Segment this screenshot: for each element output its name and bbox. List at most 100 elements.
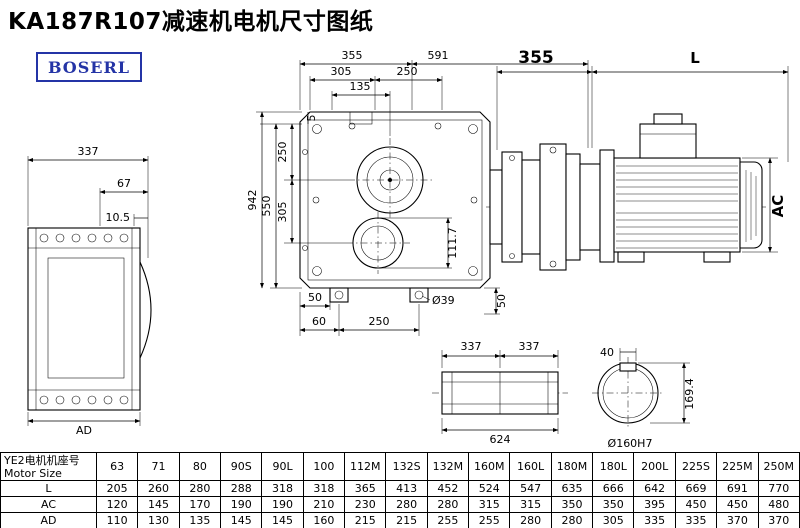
dim-shaft-337-b: 337 — [519, 340, 540, 353]
brand-logo: BOSERL — [36, 52, 142, 82]
column-header: 160L — [509, 452, 552, 481]
dimension-cell: 315 — [509, 496, 552, 513]
dimension-cell: 230 — [344, 496, 387, 513]
column-header: 200L — [633, 452, 676, 481]
dimension-cell: 215 — [344, 512, 387, 528]
dim-front-50-right: 50 — [495, 294, 508, 308]
page-title: KA187R107减速机电机尺寸图纸 — [8, 9, 374, 35]
technical-drawing: 337 67 10.5 AD — [27, 48, 789, 450]
dimension-cell: 280 — [178, 480, 222, 497]
dimension-cell: 190 — [261, 496, 304, 513]
dimension-cell: 691 — [716, 480, 759, 497]
dim-motor-AC: AC — [769, 195, 787, 218]
column-header: 100 — [302, 452, 346, 481]
row-label: AC — [0, 496, 97, 513]
dim-front-250-left: 250 — [276, 142, 289, 163]
column-header: 80 — [178, 452, 222, 481]
column-header: 90L — [261, 452, 304, 481]
dim-side-10-5: 10.5 — [106, 211, 131, 224]
dimension-cell: 110 — [95, 512, 139, 528]
dimension-cell: 480 — [757, 496, 800, 513]
dimension-cell: 280 — [426, 496, 470, 513]
dimension-cell: 318 — [302, 480, 346, 497]
row-label: AD — [0, 512, 97, 528]
dim-front-305-top: 305 — [331, 65, 352, 78]
dimension-cell: 205 — [95, 480, 139, 497]
dim-motor-355: 355 — [518, 48, 554, 68]
dimension-cell: 365 — [344, 480, 387, 497]
dimension-cell: 318 — [261, 480, 304, 497]
dimension-cell: 413 — [385, 480, 428, 497]
column-header: 225S — [674, 452, 718, 481]
column-header: 71 — [137, 452, 180, 481]
dimension-cell: 452 — [426, 480, 470, 497]
dim-front-305-left: 305 — [276, 202, 289, 223]
dimension-cell: 335 — [674, 512, 718, 528]
dimension-cell: 666 — [592, 480, 635, 497]
dimension-cell: 145 — [261, 512, 304, 528]
dim-front-355: 355 — [342, 49, 363, 62]
column-header: 112M — [344, 452, 387, 481]
dimension-cell: 130 — [137, 512, 180, 528]
dim-side-67: 67 — [117, 177, 131, 190]
dim-front-111-7: 111.7 — [446, 227, 459, 259]
dim-motor-L: L — [690, 49, 700, 67]
dimension-cell: 669 — [674, 480, 718, 497]
dimension-cell: 315 — [468, 496, 511, 513]
dimension-cell: 288 — [220, 480, 263, 497]
shaft-view: 337 337 624 — [432, 340, 568, 446]
dim-shaft-624: 624 — [490, 433, 511, 446]
dimension-cell: 770 — [757, 480, 800, 497]
dim-front-250-top: 250 — [397, 65, 418, 78]
dim-front-250-bottom: 250 — [369, 315, 390, 328]
column-header: 250M — [757, 452, 800, 481]
dimension-cell: 160 — [302, 512, 346, 528]
column-header: 90S — [220, 452, 263, 481]
column-header: 225M — [716, 452, 759, 481]
dim-end-169-4: 169.4 — [683, 378, 696, 410]
dimension-cell: 370 — [716, 512, 759, 528]
column-header: 160M — [468, 452, 511, 481]
dim-front-5: 5 — [305, 115, 318, 122]
dimension-cell: 170 — [178, 496, 222, 513]
column-header: 180L — [592, 452, 635, 481]
dimension-cell: 280 — [509, 512, 552, 528]
dim-front-135: 135 — [350, 80, 371, 93]
dimension-cell: 190 — [220, 496, 263, 513]
dimension-cell: 370 — [757, 512, 800, 528]
column-header: 63 — [95, 452, 139, 481]
dim-front-942: 942 — [246, 190, 259, 211]
dimension-cell: 395 — [633, 496, 676, 513]
dimension-cell: 210 — [302, 496, 346, 513]
dimension-cell: 145 — [220, 512, 263, 528]
dimension-cell: 450 — [716, 496, 759, 513]
dim-front-591: 591 — [428, 49, 449, 62]
dimension-cell: 260 — [137, 480, 180, 497]
column-header: 132S — [385, 452, 428, 481]
dimension-cell: 255 — [426, 512, 470, 528]
dim-shaft-337-a: 337 — [461, 340, 482, 353]
dimension-cell: 215 — [385, 512, 428, 528]
dim-front-dia39: Ø39 — [432, 294, 455, 307]
dimension-cell: 450 — [674, 496, 718, 513]
dim-side-width: 337 — [78, 145, 99, 158]
dimension-cell: 135 — [178, 512, 222, 528]
shaft-end-view: 40 169.4 Ø160H7 — [592, 346, 696, 450]
gearbox-side-view: 337 67 10.5 AD — [27, 145, 152, 437]
dimension-cell: 335 — [633, 512, 676, 528]
dim-front-60: 60 — [312, 315, 326, 328]
dim-end-40: 40 — [600, 346, 614, 359]
dimension-cell: 120 — [95, 496, 139, 513]
column-header: 132M — [426, 452, 470, 481]
row-label: L — [0, 480, 97, 497]
dimension-cell: 642 — [633, 480, 676, 497]
dimension-cell: 350 — [550, 496, 594, 513]
dimension-cell: 280 — [385, 496, 428, 513]
dimension-cell: 280 — [550, 512, 594, 528]
dimension-cell: 255 — [468, 512, 511, 528]
dimension-cell: 350 — [592, 496, 635, 513]
motor-view: 355 L AC — [486, 48, 789, 271]
dimension-cell: 547 — [509, 480, 552, 497]
